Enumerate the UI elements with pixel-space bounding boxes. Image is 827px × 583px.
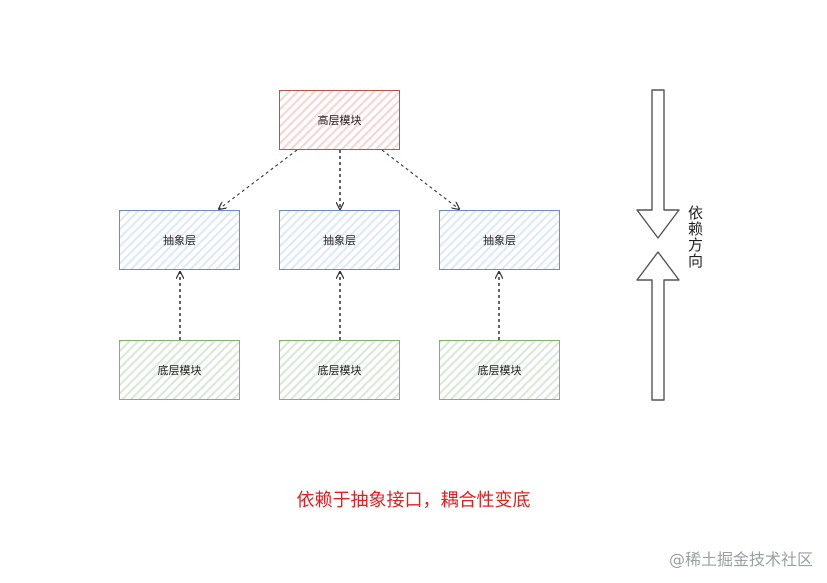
abstraction-layer-label: 抽象层 (323, 234, 356, 247)
abstraction-layer-box-1: 抽象层 (119, 210, 240, 270)
dependency-direction-label: 依赖方向 (686, 205, 704, 269)
low-module-label: 底层模块 (477, 364, 522, 377)
edge-high-to-abstraction-3 (381, 149, 459, 209)
direction-arrow-down-icon (636, 89, 680, 239)
diagram-caption: 依赖于抽象接口，耦合性变底 (296, 490, 531, 511)
low-module-label: 底层模块 (157, 364, 202, 377)
watermark: @稀土掘金技术社区 (668, 550, 813, 569)
low-module-label: 底层模块 (317, 364, 362, 377)
abstraction-layer-label: 抽象层 (163, 234, 196, 247)
low-module-box-2: 底层模块 (279, 340, 400, 400)
high-module-label: 高层模块 (317, 114, 362, 127)
abstraction-layer-box-3: 抽象层 (439, 210, 560, 270)
low-module-box-1: 底层模块 (119, 340, 240, 400)
high-module-box: 高层模块 (279, 90, 400, 150)
abstraction-layer-label: 抽象层 (483, 234, 516, 247)
direction-arrow-up-icon (636, 251, 680, 401)
abstraction-layer-box-2: 抽象层 (279, 210, 400, 270)
edge-high-to-abstraction-1 (219, 149, 298, 209)
low-module-box-3: 底层模块 (439, 340, 560, 400)
